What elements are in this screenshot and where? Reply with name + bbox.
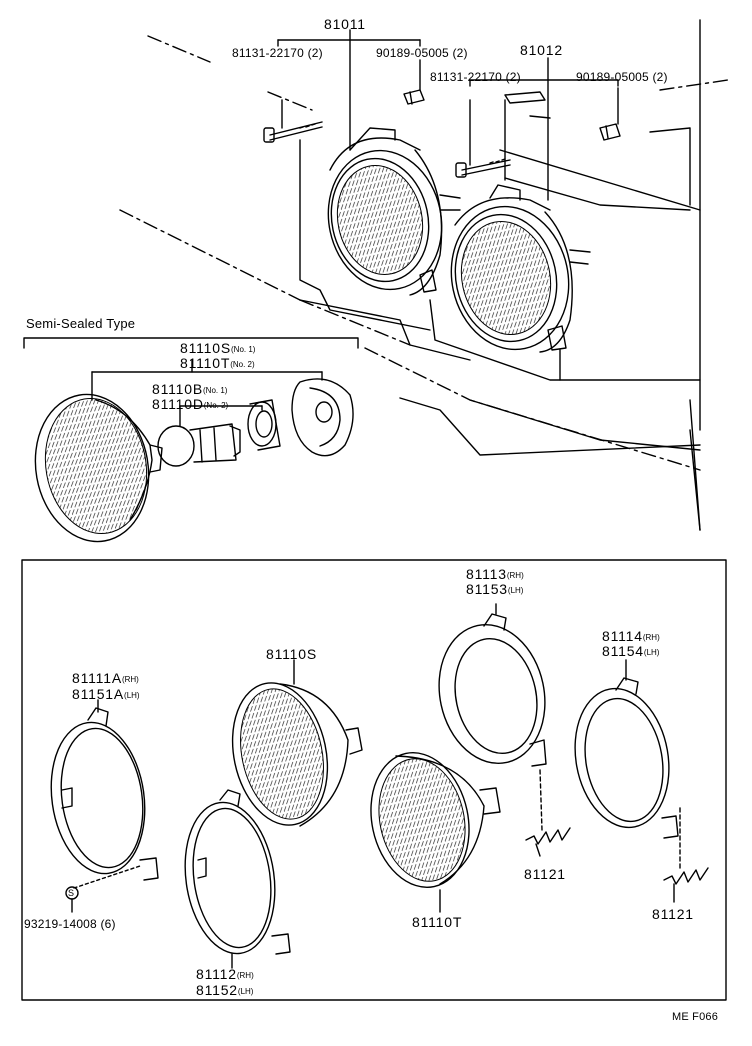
bolt-icon (455, 99, 511, 178)
figure-code: ME F066 (672, 1011, 719, 1023)
assy-lh-label: 81012 (520, 42, 563, 58)
body-panel-outline (119, 19, 729, 531)
nut-a-label: 90189-05005 (2) (376, 46, 468, 60)
screw-b-label: 81131-22170 (2) (430, 70, 521, 84)
headlamp-assembly-rh-drawing (327, 127, 461, 296)
unit-1-label: 81110S(No. 1) (180, 340, 256, 356)
clip-nut-icon (403, 59, 425, 105)
ring-c-lh-label: 81152(LH) (196, 982, 254, 998)
semi-sealed-lamp-drawing (34, 393, 163, 543)
assy-rh-label: 81011 (324, 16, 366, 32)
clip-nut-icon (599, 87, 621, 141)
nut-b-label: 90189-05005 (2) (576, 70, 668, 84)
unit-2-label: 81110T(No. 2) (180, 355, 255, 371)
spring-icon (525, 827, 571, 857)
unit-t-label: 81110T (412, 914, 463, 930)
bulb-2-label: 81110D(No. 2) (152, 396, 229, 412)
retaining-ring-c-drawing (184, 789, 291, 969)
sealed-beam-s-drawing (231, 659, 363, 827)
semi-sealed-title: Semi-Sealed Type (26, 316, 136, 331)
spring-icon (663, 867, 709, 903)
headlamp-assembly-lh-drawing (450, 184, 591, 353)
socket-icon (247, 399, 281, 451)
spring-2-label: 81121 (652, 906, 694, 922)
bulb-1-label: 81110B(No. 1) (152, 381, 228, 397)
ring-b-lh-label: 81154(LH) (602, 643, 660, 659)
bolt-icon (263, 99, 323, 143)
housing-lh-label: 81153(LH) (466, 581, 524, 597)
unit-s-label: 81110S (266, 646, 317, 662)
retaining-ring-b-drawing (574, 659, 681, 871)
ring-b-rh-label: 81114(RH) (602, 628, 660, 644)
ring-a-rh-label: 81111A(RH) (72, 670, 139, 686)
housing-rh-label: 81113(RH) (466, 566, 524, 582)
sealed-beam-t-drawing (370, 752, 501, 913)
screw-marker-icon: S (68, 888, 75, 898)
ring-a-lh-label: 81151A(LH) (72, 686, 140, 702)
ring-c-rh-label: 81112(RH) (196, 966, 254, 982)
dust-cap-icon (291, 378, 354, 457)
retaining-ring-a-drawing (50, 699, 159, 889)
exploded-view-frame (21, 559, 727, 1001)
bulb-icon (157, 423, 241, 467)
screw-a-label: 81131-22170 (2) (232, 46, 323, 60)
screw-s-label: 93219-14008 (6) (24, 917, 116, 931)
top-leaders (277, 29, 619, 201)
semi-sealed-bracket (23, 337, 359, 427)
mounting-housing-drawing (438, 603, 547, 831)
spring-1-label: 81121 (524, 866, 566, 882)
